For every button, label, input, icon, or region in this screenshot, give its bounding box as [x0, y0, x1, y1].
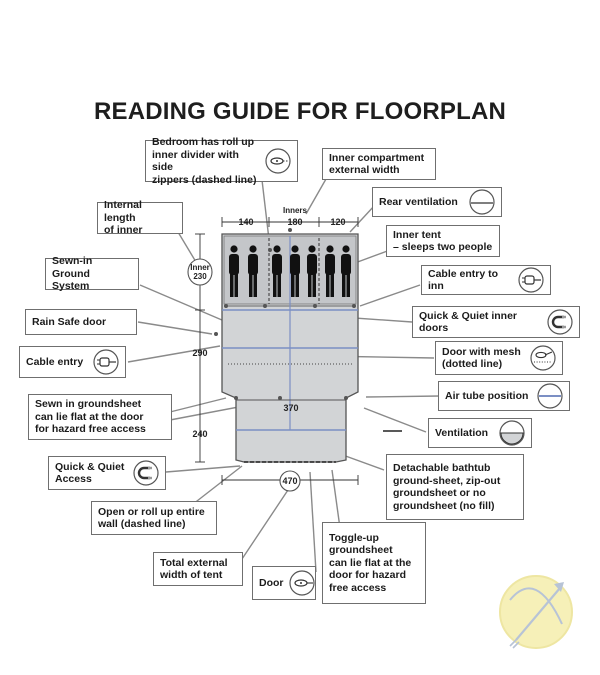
label-text: Quick & Quiet inner doors	[419, 309, 518, 335]
dim-120: 120	[330, 217, 345, 227]
plug-icon	[93, 349, 119, 375]
label-door-with-mesh: Door with mesh (dotted line)	[435, 341, 563, 375]
label-text: Ventilation	[435, 426, 489, 439]
dim-140: 140	[238, 217, 253, 227]
label-inner-tent: Inner tent – sleeps two people	[386, 225, 500, 257]
magnet-icon	[133, 460, 159, 486]
label-text: Air tube position	[445, 389, 529, 402]
label-detachable-bathtub: Detachable bathtub ground-sheet, zip-out…	[386, 454, 524, 520]
person-figure	[325, 245, 335, 297]
label-toggle-up-groundsheet: Toggle-up groundsheet can lie flat at th…	[322, 522, 426, 604]
label-quick-quiet-inner-doors: Quick & Quiet inner doors	[412, 306, 580, 338]
vent-bar-icon	[469, 189, 495, 215]
label-text: Toggle-up groundsheet can lie flat at th…	[329, 531, 412, 594]
label-air-tube-position: Air tube position	[438, 381, 570, 411]
person-figure	[341, 245, 351, 297]
dim-240: 240	[192, 429, 207, 439]
label-bedroom-divider: Bedroom has roll up inner divider with s…	[145, 136, 298, 186]
label-ventilation: Ventilation	[428, 418, 532, 448]
label-total-external-width: Total external width of tent	[153, 552, 243, 586]
dim-290: 290	[192, 348, 207, 358]
label-text: Inner compartment external width	[329, 151, 425, 177]
inner-230-oval	[187, 258, 213, 286]
dim-370: 370	[283, 403, 298, 413]
mesh-door-icon	[530, 345, 556, 371]
dim-inner-label: Inner	[190, 263, 210, 272]
label-cable-entry-inner: Cable entry to inn	[421, 265, 551, 295]
person-figure	[248, 245, 258, 297]
air-tube-icon	[537, 383, 563, 409]
label-inner-compartment: Inner compartment external width	[322, 148, 436, 180]
label-text: Quick & Quiet Access	[55, 460, 125, 486]
label-text: Internal length of inner	[104, 199, 143, 237]
compass-arrow-logo	[499, 575, 573, 649]
label-cable-entry: Cable entry	[19, 346, 126, 378]
label-text: Door	[259, 576, 284, 589]
page-title: READING GUIDE FOR FLOORPLAN	[93, 98, 507, 125]
label-text: Rear ventilation	[379, 195, 458, 208]
label-text: Open or roll up entire wall (dashed line…	[98, 505, 205, 531]
label-text: Cable entry	[26, 355, 84, 368]
person-figure	[229, 245, 239, 297]
label-text: Total external width of tent	[160, 556, 228, 582]
magnet-icon	[547, 309, 573, 335]
tent-floorplan	[214, 228, 402, 463]
dim-230: 230	[193, 272, 207, 281]
label-text: Detachable bathtub ground-sheet, zip-out…	[393, 462, 501, 512]
dim-470-circle	[279, 470, 301, 492]
person-figure	[307, 245, 317, 297]
sleeping-figures	[229, 245, 351, 297]
label-open-roll-up-wall: Open or roll up entire wall (dashed line…	[91, 501, 217, 535]
label-text: Bedroom has roll up inner divider with s…	[152, 136, 257, 186]
label-text: Cable entry to inn	[428, 267, 499, 293]
label-rain-safe-door: Rain Safe door	[25, 309, 137, 335]
person-figure	[290, 245, 300, 297]
label-text: Inner tent – sleeps two people	[393, 228, 493, 254]
vent-half-icon	[499, 420, 525, 446]
dim-180: 180	[287, 217, 302, 227]
label-sewn-in-ground: Sewn-in Ground System	[45, 255, 139, 293]
door-zipper-icon	[288, 570, 315, 596]
label-internal-length: Internal length of inner	[97, 199, 183, 237]
dim-inners-label: Inners	[283, 206, 308, 215]
dim-470: 470	[282, 476, 297, 486]
label-sewn-in-groundsheet: Sewn in groundsheet can lie flat at the …	[28, 394, 172, 440]
label-rear-ventilation: Rear ventilation	[372, 187, 502, 217]
label-door: Door	[252, 566, 316, 600]
quick-quiet-door-markers	[214, 228, 356, 400]
label-text: Rain Safe door	[32, 315, 107, 328]
zipper-icon	[265, 148, 291, 174]
person-figure	[272, 245, 282, 297]
label-text: Sewn in groundsheet can lie flat at the …	[35, 398, 146, 436]
label-text: Sewn-in Ground System	[52, 255, 93, 293]
label-quick-quiet-access: Quick & Quiet Access	[48, 456, 166, 490]
label-text: Door with mesh (dotted line)	[442, 345, 521, 371]
plug-icon	[518, 267, 544, 293]
